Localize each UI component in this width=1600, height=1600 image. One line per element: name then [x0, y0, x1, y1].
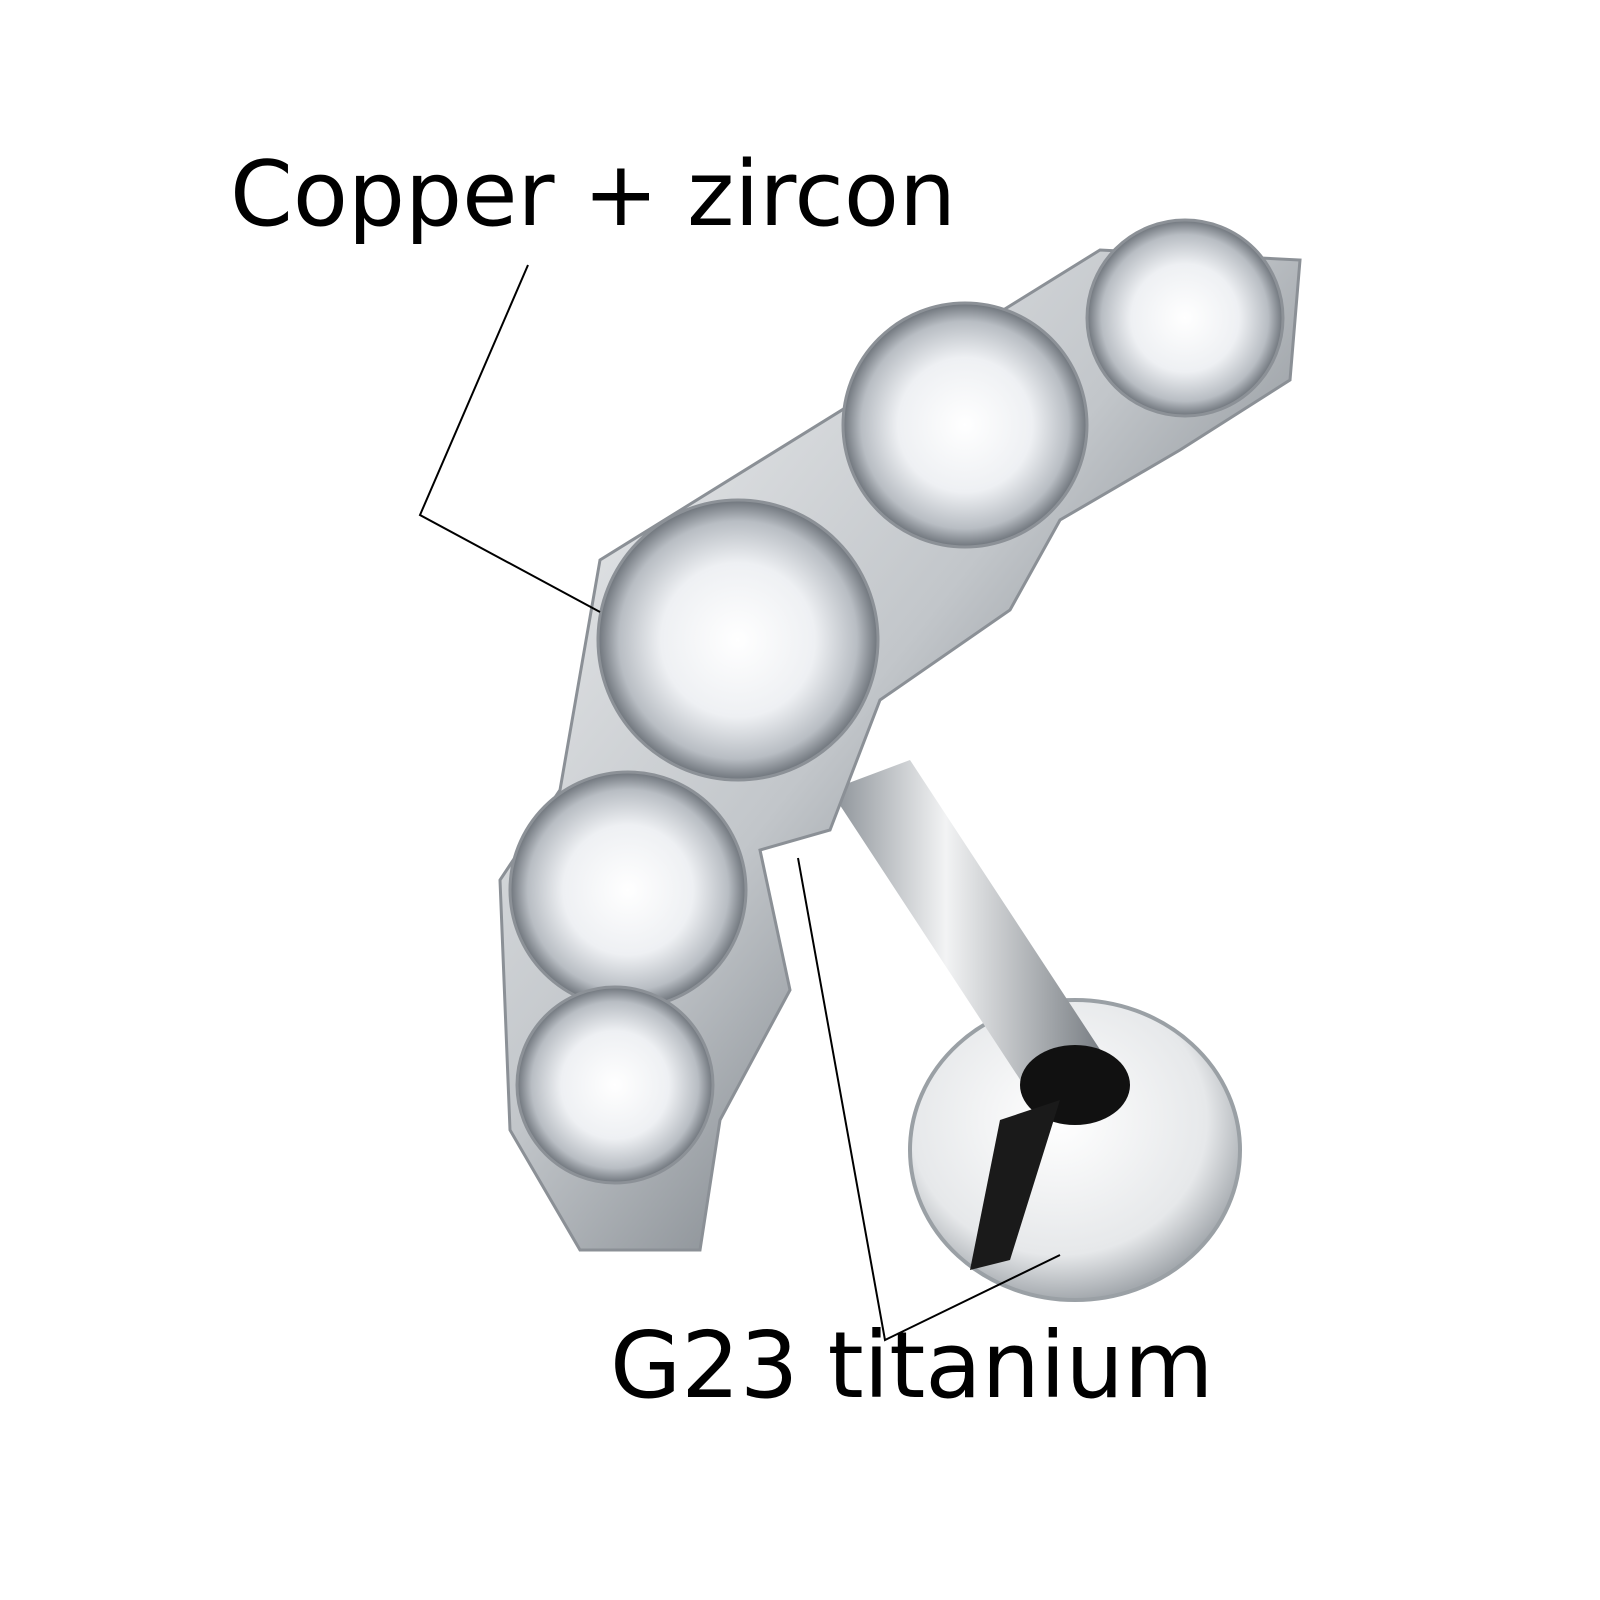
zircon-stone — [596, 498, 880, 782]
copper-zircon-label: Copper + zircon — [230, 142, 957, 247]
zircon-stones — [508, 218, 1285, 1185]
zircon-stone — [841, 301, 1089, 549]
zircon-stone — [515, 985, 715, 1185]
g23-titanium-label: G23 titanium — [610, 1312, 1214, 1419]
setting-body — [498, 248, 1302, 1252]
zircon-stone — [508, 770, 748, 1010]
zircon-stone — [1085, 218, 1285, 418]
titanium-leader-line — [797, 857, 1061, 1342]
titanium-post — [830, 760, 1130, 1270]
copper-zircon-leader-line — [418, 264, 601, 613]
